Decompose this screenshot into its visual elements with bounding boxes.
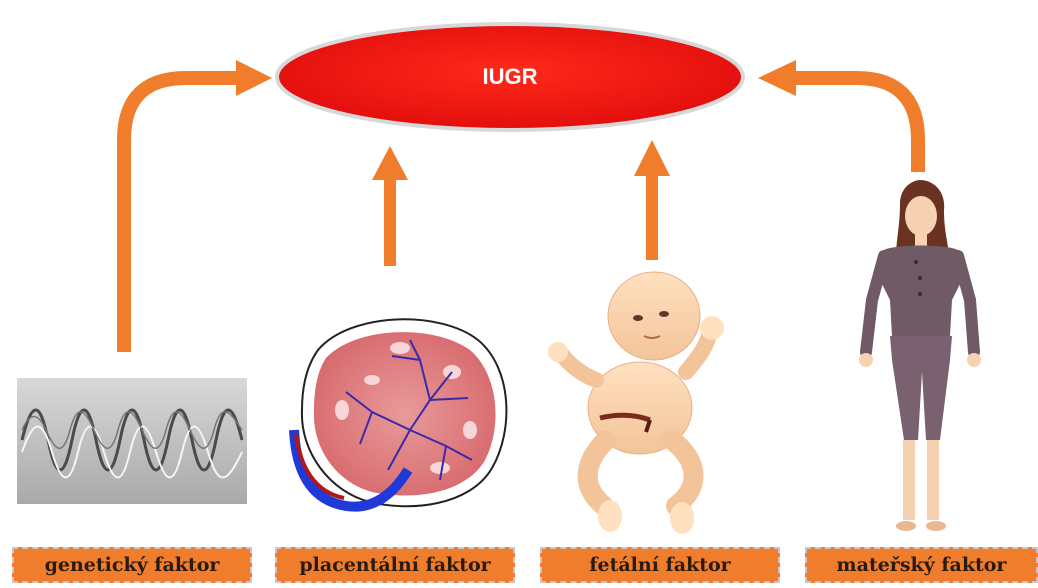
arrow-genetic-to-iugr (124, 78, 240, 352)
fetus-image (548, 272, 724, 534)
arrow-placental-to-iugr (372, 146, 408, 266)
iugr-label: IUGR (270, 50, 750, 104)
genetic-sequence-image (17, 378, 247, 504)
arrow-fetal-to-iugr (634, 140, 670, 260)
mother-image (859, 180, 981, 531)
factor-genetic: genetický faktor (12, 547, 252, 583)
factor-maternal: mateřský faktor (805, 547, 1038, 583)
arrow-head-left (236, 60, 272, 96)
arrow-maternal-to-iugr (792, 78, 918, 172)
factor-fetal: fetální faktor (540, 547, 780, 583)
placenta-image (294, 319, 506, 506)
factor-placental: placentální faktor (275, 547, 515, 583)
arrow-head-right (758, 60, 796, 96)
